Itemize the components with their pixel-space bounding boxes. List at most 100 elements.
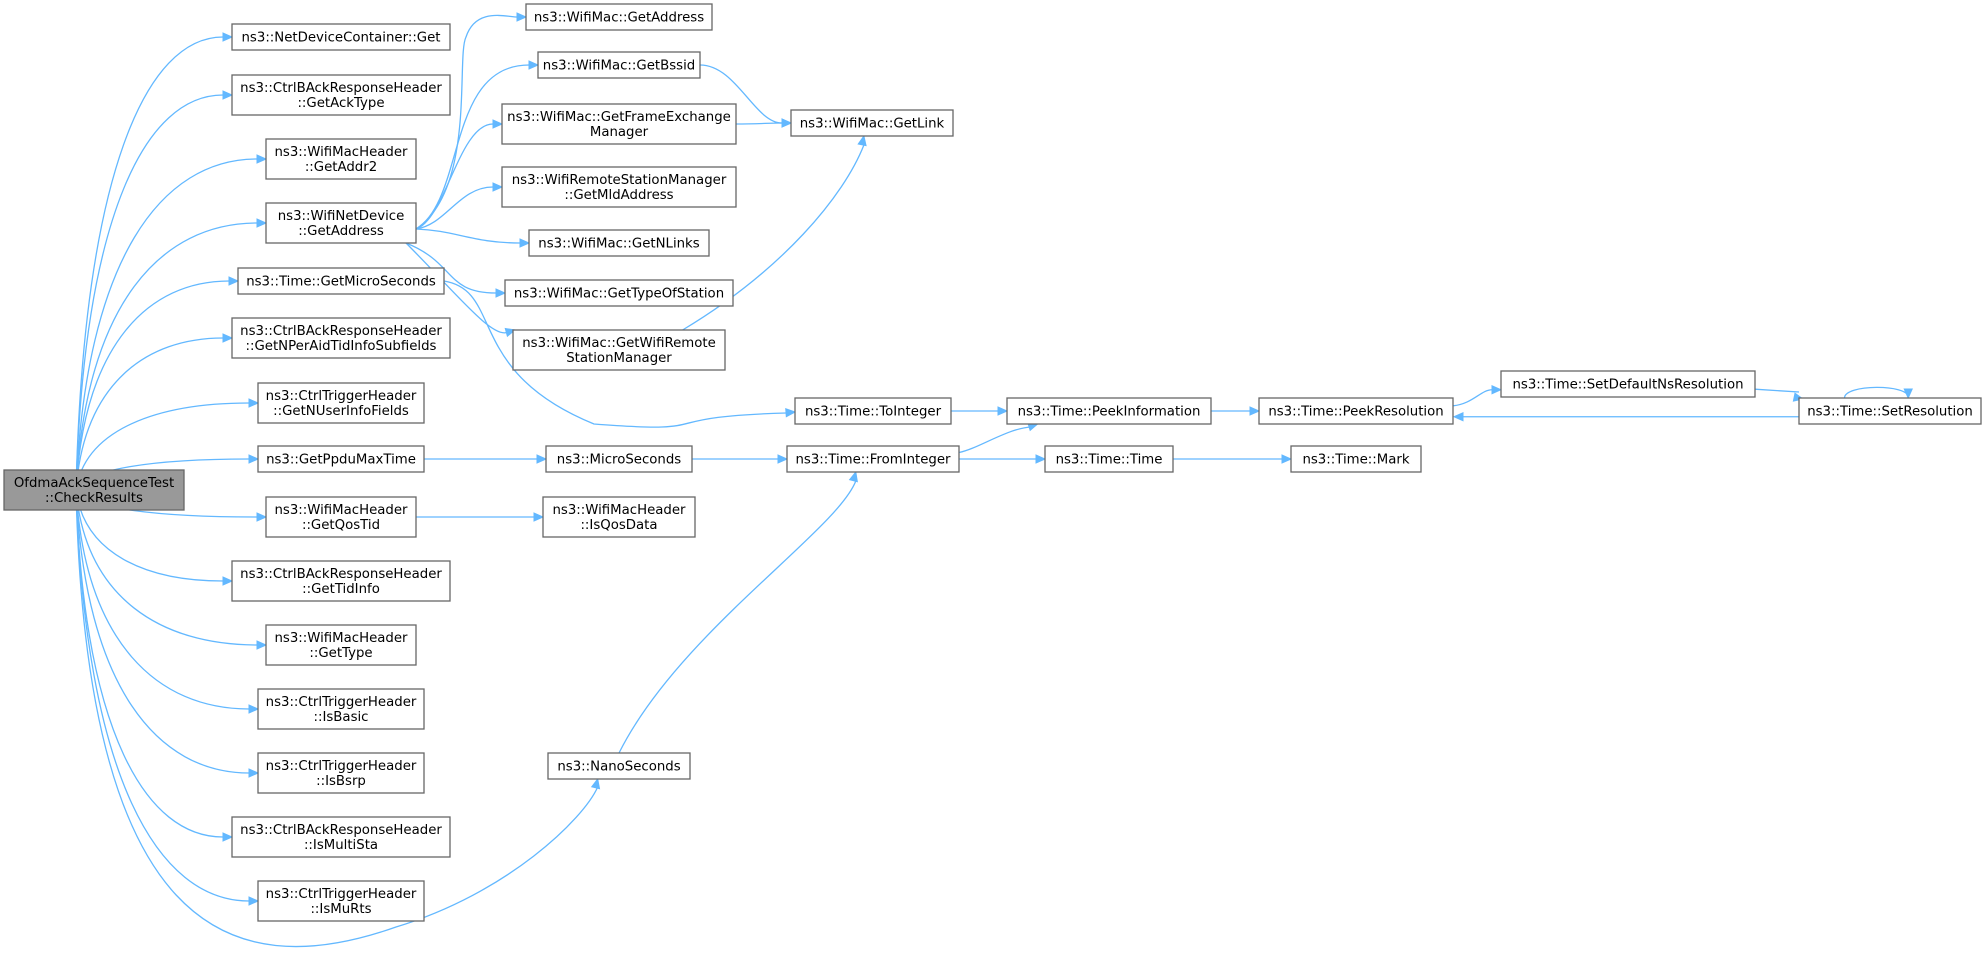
edge-arrowhead: [1281, 454, 1293, 464]
node-label-line: ::GetAddress: [298, 224, 384, 239]
node-get-mld[interactable]: ns3::WifiRemoteStationManager::GetMldAdd…: [501, 166, 737, 208]
edge-line: [618, 480, 857, 754]
node-label-line: ns3::CtrlTriggerHeader: [266, 759, 417, 774]
node-ndc-get[interactable]: ns3::NetDeviceContainer::Get: [231, 23, 451, 51]
node-label-line: ns3::WifiMac::GetBssid: [543, 59, 695, 74]
node-get-bssid[interactable]: ns3::WifiMac::GetBssid: [537, 51, 701, 79]
node-get-ppdu[interactable]: ns3::GetPpduMaxTime: [257, 445, 425, 473]
node-get-tid-info[interactable]: ns3::CtrlBAckResponseHeader::GetTidInfo: [231, 560, 451, 602]
node-set-default[interactable]: ns3::Time::SetDefaultNsResolution: [1500, 370, 1756, 398]
node-label-line: ns3::Time::SetResolution: [1807, 405, 1973, 420]
edge-line: [75, 402, 250, 491]
node-root[interactable]: OfdmaAckSequenceTest::CheckResults: [3, 469, 185, 511]
edge-arrowhead: [777, 454, 789, 464]
node-label-line: ns3::WifiMacHeader: [552, 503, 686, 518]
node-label-line: ns3::CtrlTriggerHeader: [266, 695, 417, 710]
node-label-line: ns3::WifiMac::GetFrameExchange: [507, 110, 731, 125]
edge-set-default-to-set-res: [1754, 388, 1805, 402]
node-box: [542, 496, 696, 538]
node-nano-seconds[interactable]: ns3::NanoSeconds: [547, 752, 691, 780]
edge-root-to-nano-seconds: [75, 489, 601, 948]
node-label-line: ns3::CtrlBAckResponseHeader: [240, 324, 442, 339]
edge-nano-seconds-to-from-integer: [618, 470, 858, 754]
edge-arrowhead: [222, 333, 234, 343]
edge-get-ppdu-to-micro-seconds: [424, 454, 548, 464]
node-label-line: ns3::WifiMacHeader: [274, 631, 408, 646]
node-get-nper-aid[interactable]: ns3::CtrlBAckResponseHeader::GetNPerAidT…: [231, 317, 451, 359]
node-label-line: ::GetNUserInfoFields: [273, 404, 409, 419]
edge-arrowhead: [256, 512, 268, 522]
node-box: [257, 880, 425, 922]
edge-arrowhead: [857, 134, 867, 147]
edge-get-fem-to-get-link: [735, 118, 793, 128]
node-is-qos-data[interactable]: ns3::WifiMacHeader::IsQosData: [542, 496, 696, 538]
node-box: [265, 202, 417, 244]
node-label-line: ns3::CtrlBAckResponseHeader: [240, 567, 442, 582]
node-get-type-of-station[interactable]: ns3::WifiMac::GetTypeOfStation: [504, 279, 734, 307]
edge-line: [75, 489, 258, 646]
edge-root-to-get-nuser: [75, 398, 260, 491]
node-get-type[interactable]: ns3::WifiMacHeader::GetType: [265, 624, 417, 666]
node-to-integer[interactable]: ns3::Time::ToInteger: [794, 397, 952, 425]
node-peek-info[interactable]: ns3::Time::PeekInformation: [1006, 397, 1212, 425]
node-label-line: ns3::Time::Mark: [1302, 453, 1409, 468]
edge-line: [75, 489, 599, 948]
call-nodes: OfdmaAckSequenceTest::CheckResultsns3::N…: [3, 3, 1982, 922]
node-box: [528, 229, 710, 257]
node-box: [3, 469, 185, 511]
node-wnd-get-address[interactable]: ns3::WifiNetDevice::GetAddress: [265, 202, 417, 244]
node-get-micro-seconds[interactable]: ns3::Time::GetMicroSeconds: [237, 267, 445, 295]
node-label-line: ns3::WifiNetDevice: [278, 209, 405, 224]
edge-arrowhead: [222, 576, 234, 586]
edge-line: [75, 94, 224, 491]
node-get-nlinks[interactable]: ns3::WifiMac::GetNLinks: [528, 229, 710, 257]
node-box: [231, 23, 451, 51]
node-label-line: ns3::WifiMac::GetNLinks: [538, 237, 699, 252]
node-get-ack-type[interactable]: ns3::CtrlBAckResponseHeader::GetAckType: [231, 74, 451, 116]
node-box: [231, 74, 451, 116]
node-get-link[interactable]: ns3::WifiMac::GetLink: [790, 109, 954, 137]
node-get-qos-tid[interactable]: ns3::WifiMacHeader::GetQosTid: [265, 496, 417, 538]
node-label-line: ns3::Time::PeekInformation: [1018, 405, 1201, 420]
edge-to-integer-to-peek-info: [951, 406, 1009, 416]
node-time-time[interactable]: ns3::Time::Time: [1044, 445, 1174, 473]
node-box: [525, 3, 713, 31]
edge-root-to-ndc-get: [75, 32, 234, 491]
node-micro-seconds[interactable]: ns3::MicroSeconds: [545, 445, 693, 473]
node-label-line: ns3::NanoSeconds: [557, 760, 680, 775]
edge-arrowhead: [1903, 388, 1913, 400]
node-set-res[interactable]: ns3::Time::SetResolution: [1798, 397, 1982, 425]
node-is-multi-sta[interactable]: ns3::CtrlBAckResponseHeader::IsMultiSta: [231, 816, 451, 858]
node-is-bsrp[interactable]: ns3::CtrlTriggerHeader::IsBsrp: [257, 752, 425, 794]
edge-set-res-to-peek-res: [1452, 411, 1799, 422]
edge-line: [75, 489, 250, 902]
edge-line: [958, 426, 1032, 454]
node-from-integer[interactable]: ns3::Time::FromInteger: [786, 445, 960, 473]
node-get-addr2[interactable]: ns3::WifiMacHeader::GetAddr2: [265, 138, 417, 180]
node-peek-res[interactable]: ns3::Time::PeekResolution: [1258, 397, 1454, 425]
node-label-line: ns3::Time::Time: [1056, 453, 1163, 468]
edge-arrowhead: [519, 238, 531, 248]
node-label-line: ns3::Time::PeekResolution: [1268, 405, 1443, 420]
node-box: [265, 138, 417, 180]
node-label-line: ::IsBsrp: [316, 774, 366, 789]
node-mac-get-address[interactable]: ns3::WifiMac::GetAddress: [525, 3, 713, 31]
node-box: [504, 279, 734, 307]
edge-root-to-get-nper-aid: [75, 333, 234, 491]
node-box: [1044, 445, 1174, 473]
edge-line: [75, 158, 258, 491]
node-is-basic[interactable]: ns3::CtrlTriggerHeader::IsBasic: [257, 688, 425, 730]
edge-line: [405, 242, 509, 334]
node-box: [790, 109, 954, 137]
edge-arrowhead: [228, 276, 240, 286]
node-get-wrsm[interactable]: ns3::WifiMac::GetWifiRemoteStationManage…: [512, 329, 726, 371]
node-is-mu-rts[interactable]: ns3::CtrlTriggerHeader::IsMuRts: [257, 880, 425, 922]
node-label-line: Manager: [590, 125, 649, 140]
edge-arrowhead: [495, 288, 507, 298]
node-mark[interactable]: ns3::Time::Mark: [1290, 445, 1422, 473]
node-label-line: ns3::WifiMacHeader: [274, 503, 408, 518]
edge-root-to-get-micro-seconds: [75, 276, 240, 491]
node-get-nuser[interactable]: ns3::CtrlTriggerHeader::GetNUserInfoFiel…: [257, 382, 425, 424]
